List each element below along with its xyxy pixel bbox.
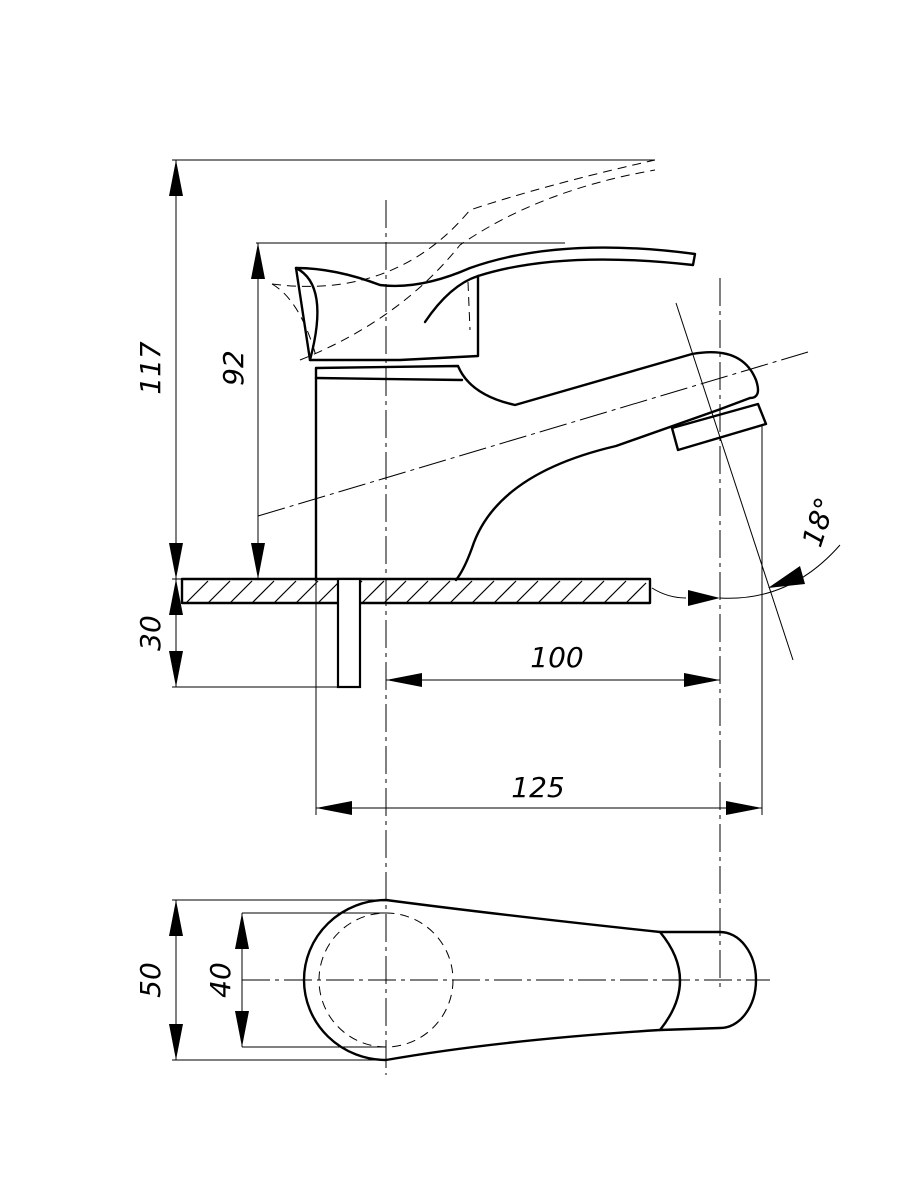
angle-reference-line	[675, 302, 794, 661]
dim-label-18deg: 18°	[796, 493, 843, 550]
dimension-angle-18: 18°	[651, 493, 843, 606]
spout-axis-centerline	[257, 351, 809, 517]
countertop-section	[180, 577, 652, 689]
countertop-hatching	[185, 580, 647, 604]
lever-handle	[294, 246, 697, 362]
dimension-117: 117	[134, 160, 183, 579]
dim-label-125: 125	[511, 771, 564, 804]
extension-lines	[172, 159, 763, 815]
dimension-92: 92	[217, 243, 265, 579]
side-view: 117 92 30 100 125	[134, 159, 843, 1075]
mounting-stud	[336, 577, 362, 689]
dim-label-40: 40	[204, 962, 237, 998]
dimension-30: 30	[134, 579, 183, 687]
dimension-40: 40	[204, 913, 249, 1047]
dim-label-50: 50	[134, 962, 167, 998]
faucet-body	[314, 350, 768, 582]
dim-label-92: 92	[217, 350, 250, 386]
dimension-50: 50	[134, 900, 183, 1060]
dimension-100: 100	[386, 641, 720, 687]
dim-label-100: 100	[530, 641, 583, 674]
top-view: 50 40	[134, 898, 770, 1062]
dim-label-30: 30	[134, 615, 167, 651]
dimension-125: 125	[316, 771, 762, 815]
top-view-base-outline	[302, 898, 758, 1062]
dim-label-117: 117	[134, 341, 167, 395]
